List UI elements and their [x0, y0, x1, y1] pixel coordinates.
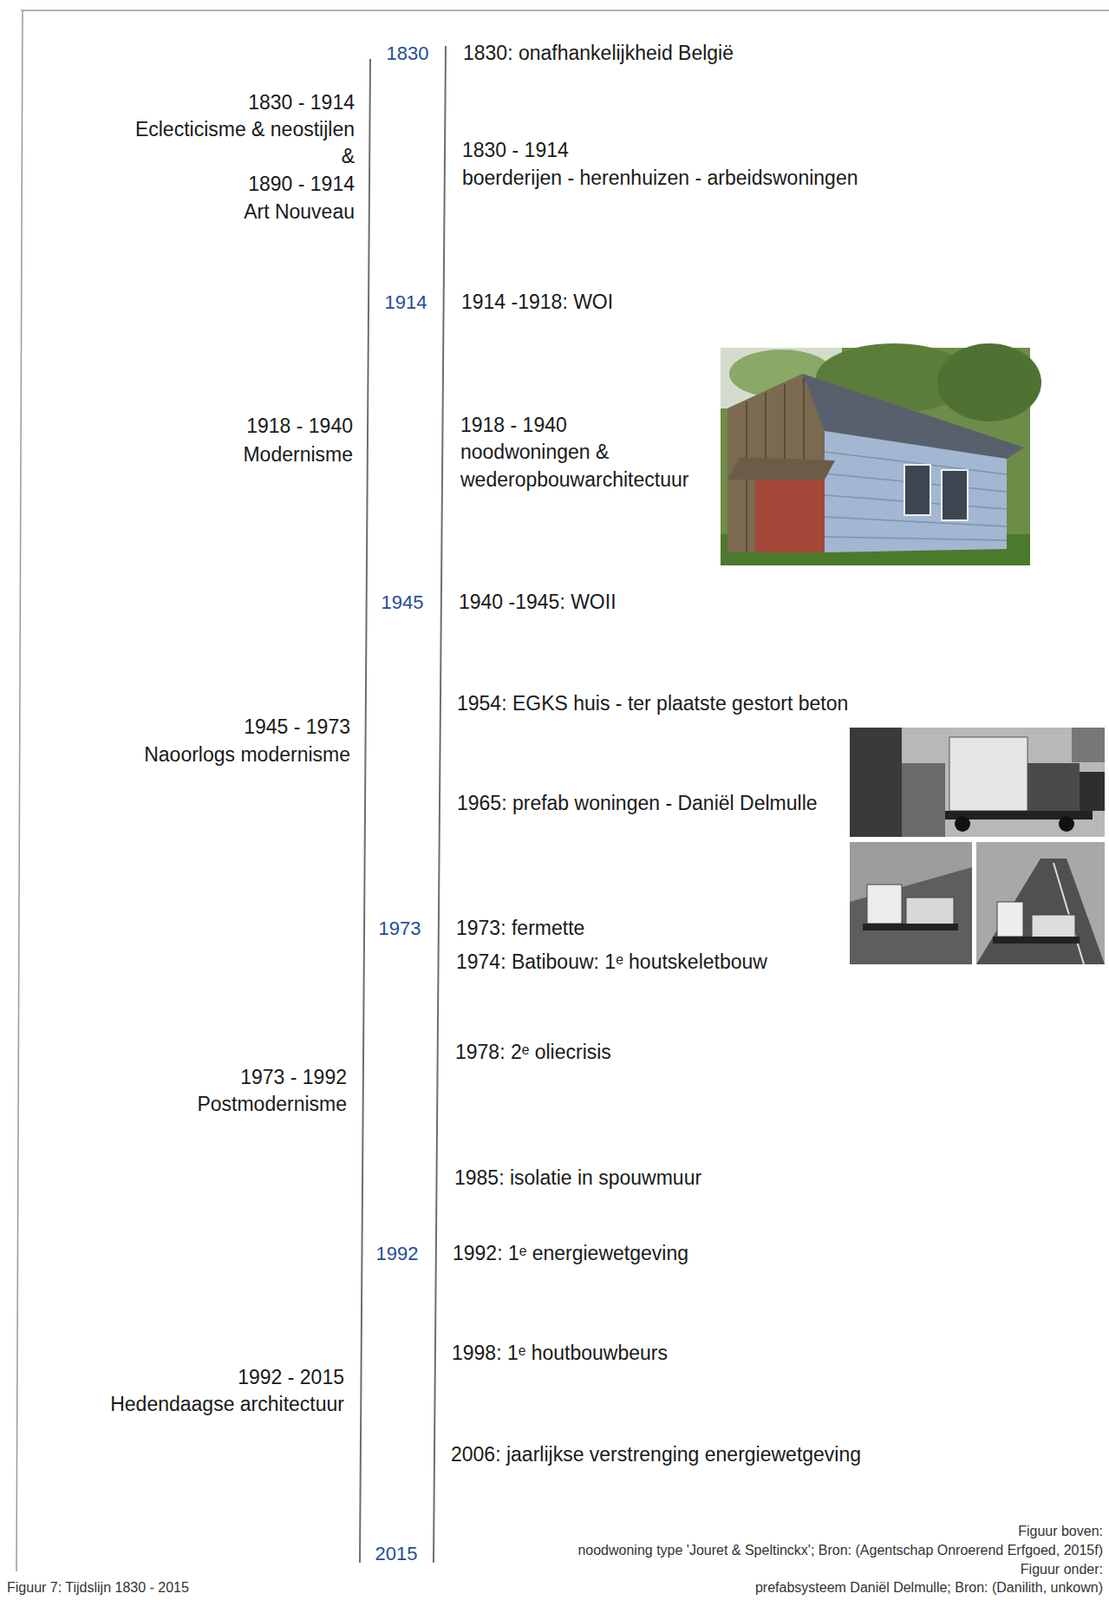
frame-line — [20, 9, 1109, 12]
event-label: 1940 -1945: WOII — [458, 590, 617, 615]
event-label: 1985: isolatie in spouwmuur — [454, 1166, 702, 1191]
axis-line — [359, 58, 371, 1563]
event-label: 1998: 1ᵉ houtbouwbeurs — [451, 1341, 668, 1366]
period-label: Modernisme — [242, 443, 353, 468]
event-label: 1992: 1ᵉ energiewetgeving — [452, 1241, 689, 1266]
photo-prefab — [849, 727, 1105, 965]
event-label: boerderijen - herenhuizen - arbeidswonin… — [462, 166, 858, 191]
period-label: Postmodernisme — [196, 1092, 347, 1117]
period-label: Naoorlogs modernisme — [143, 743, 351, 768]
year-marker: 1992 — [376, 1242, 419, 1266]
event-label: noodwoningen & — [460, 440, 609, 465]
year-marker: 1830 — [386, 42, 430, 66]
axis-line — [433, 45, 446, 1563]
period-label: Eclecticisme & neostijlen — [135, 117, 355, 143]
event-label: 1830 - 1914 — [462, 138, 569, 164]
event-label: 1978: 2ᵉ oliecrisis — [455, 1040, 612, 1065]
source-note: prefabsysteem Daniël Delmulle; Bron: (Da… — [755, 1578, 1103, 1596]
event-label: 1974: Batibouw: 1ᵉ houtskeletbouw — [456, 950, 768, 975]
period-label: 1830 - 1914 — [247, 91, 355, 116]
event-label: 1918 - 1940 — [460, 413, 568, 438]
event-label: 1973: fermette — [456, 916, 585, 941]
event-label: wederopbouwarchitectuur — [460, 468, 689, 493]
period-label: 1973 - 1992 — [240, 1065, 347, 1090]
frame-line — [16, 10, 23, 1572]
event-label: 1954: EGKS huis - ter plaatste gestort b… — [456, 691, 849, 717]
source-note: Figuur onder: — [1020, 1560, 1103, 1578]
event-label: 1965: prefab woningen - Daniël Delmulle — [456, 791, 818, 816]
period-label: 1992 - 2015 — [237, 1365, 345, 1390]
year-marker: 1945 — [381, 591, 425, 614]
year-marker: 1973 — [378, 917, 422, 940]
period-label: 1918 - 1940 — [246, 414, 353, 439]
photo-noodwoning — [720, 343, 1042, 566]
figure-caption: Figuur 7: Tijdslijn 1830 - 2015 — [6, 1578, 190, 1596]
event-label: 1914 -1918: WOI — [461, 290, 614, 315]
period-label: 1945 - 1973 — [243, 715, 351, 740]
source-note: Figuur boven: — [1017, 1522, 1103, 1540]
event-label: 2006: jaarlijkse verstrenging energiewet… — [450, 1442, 862, 1468]
year-marker: 2015 — [375, 1542, 418, 1566]
source-note: noodwoning type 'Jouret & Speltinckx'; B… — [577, 1541, 1103, 1559]
event-label: 1830: onafhankelijkheid België — [463, 41, 734, 66]
period-label: Art Nouveau — [243, 200, 355, 225]
period-label: 1890 - 1914 — [247, 172, 355, 197]
period-label: & — [341, 144, 355, 170]
year-marker: 1914 — [384, 291, 428, 314]
period-label: Hedendaagse architectuur — [110, 1392, 345, 1417]
